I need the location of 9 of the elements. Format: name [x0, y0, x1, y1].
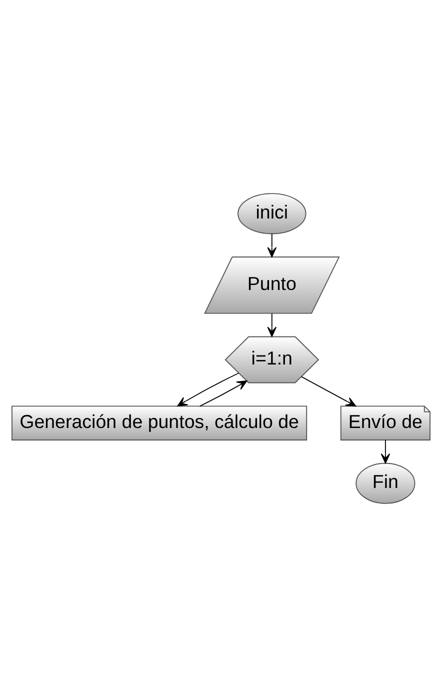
- arrow: [300, 376, 356, 406]
- node-ellipse: inici: [238, 192, 306, 234]
- node-box: Generación de puntos, cálculo de: [12, 405, 308, 440]
- arrow: [267, 312, 277, 336]
- arrow: [380, 439, 390, 464]
- arrow: [177, 372, 240, 406]
- arrow: [267, 232, 277, 257]
- arrow: [199, 380, 248, 406]
- node-ellipse: Fin: [356, 462, 416, 504]
